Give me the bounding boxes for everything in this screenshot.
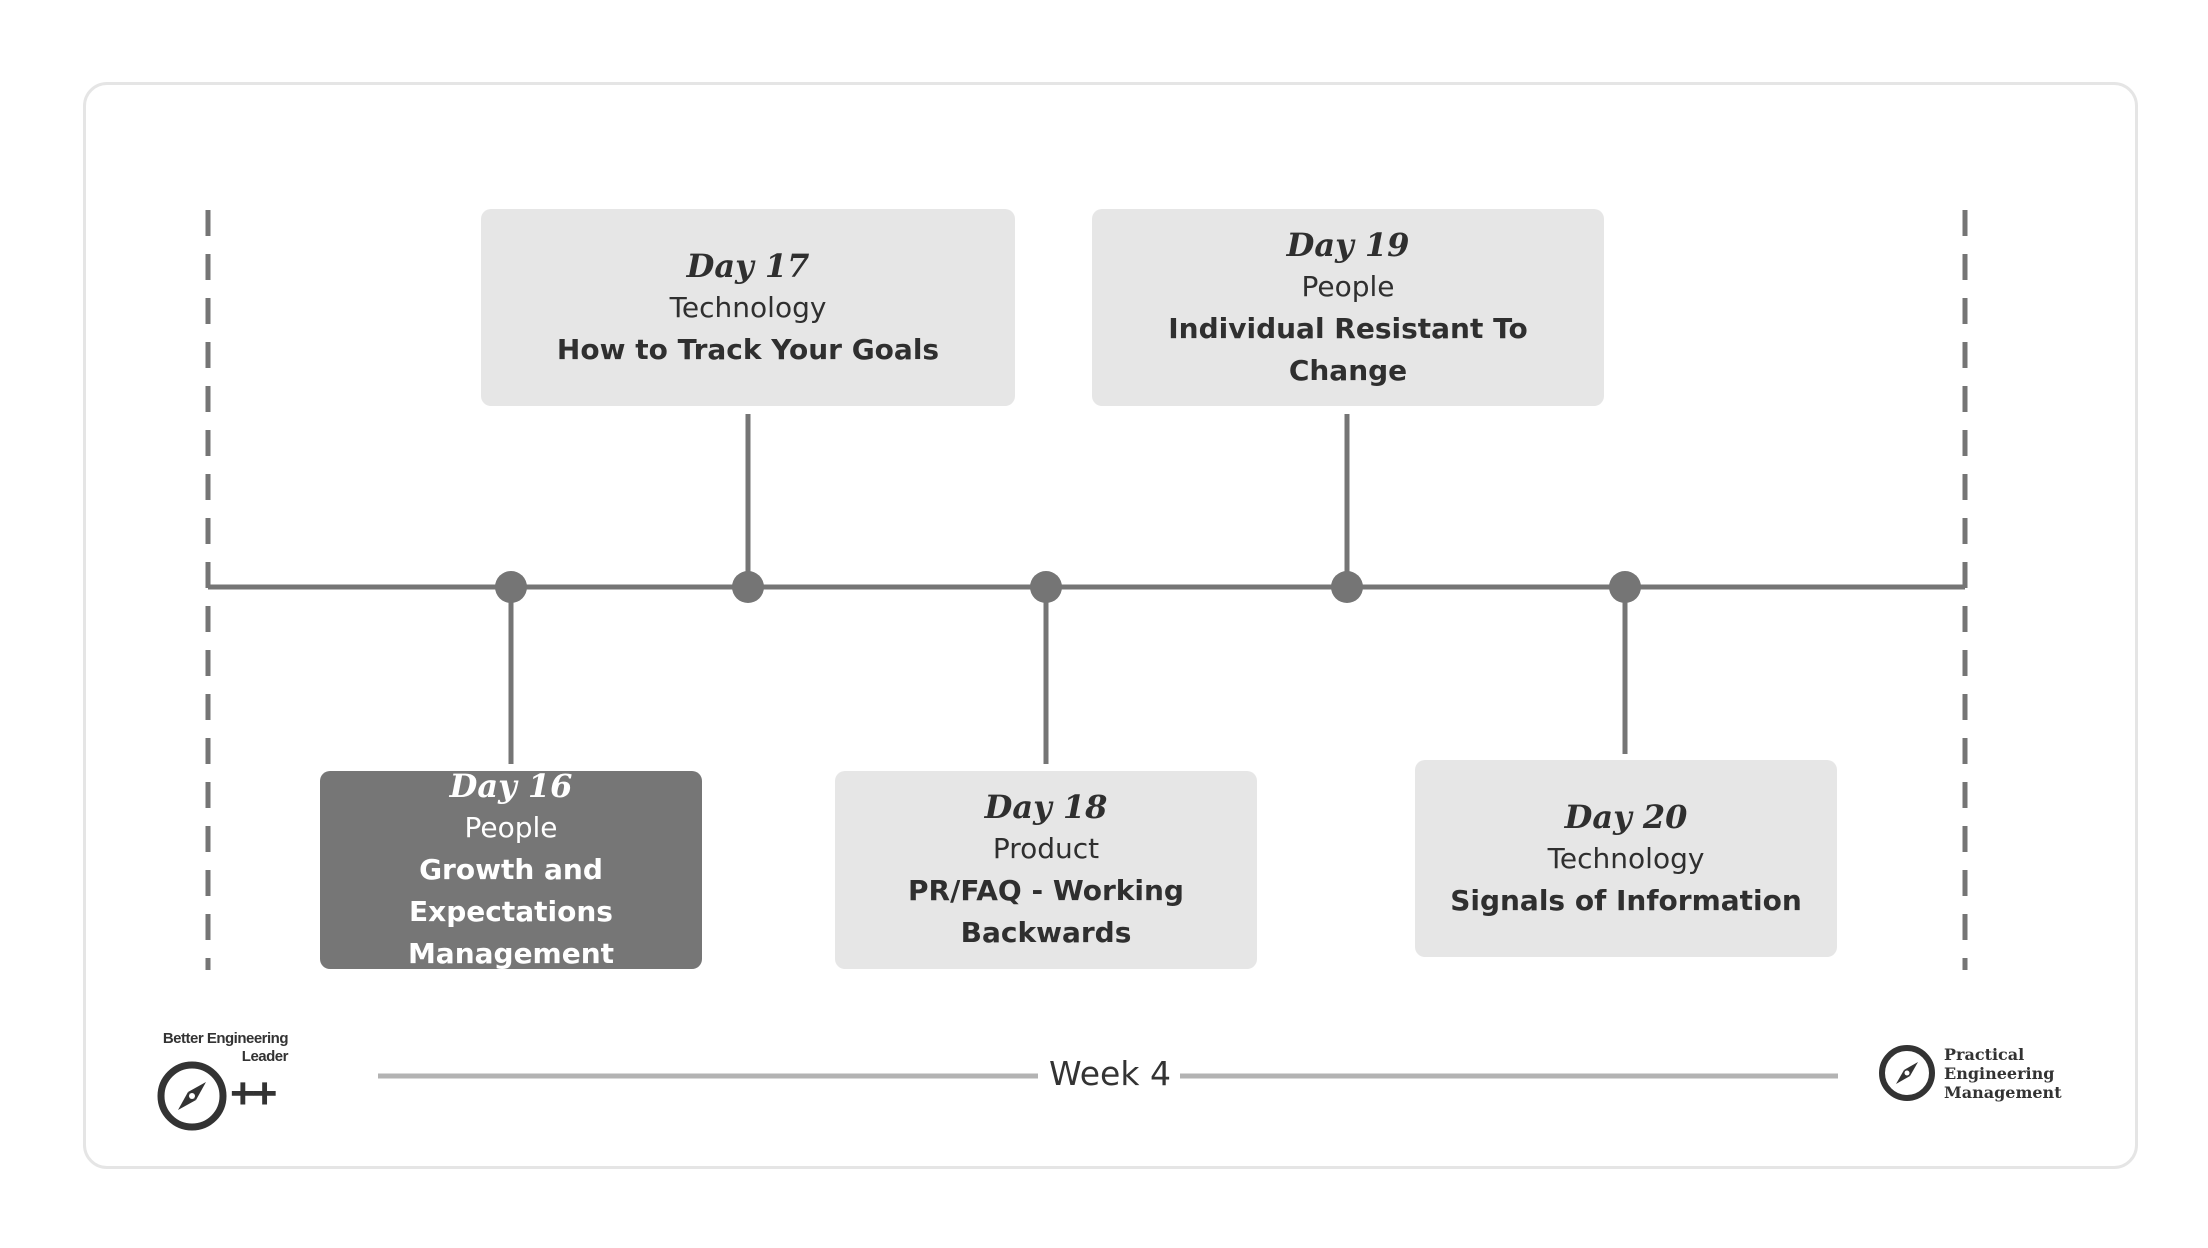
event-title: PR/FAQ - Working Backwards — [908, 874, 1184, 949]
event-category: People — [1301, 269, 1395, 303]
timeline-node-day-18 — [1030, 571, 1062, 603]
logo-text-line: Management — [1944, 1083, 2062, 1102]
week-label: Week 4 — [1049, 1054, 1171, 1093]
event-category: Technology — [669, 290, 827, 324]
event-day: Day 17 — [686, 246, 810, 285]
event-category: Technology — [1547, 841, 1705, 875]
event-category: Product — [992, 832, 1100, 865]
event-title: Individual Resistant To Change — [1168, 311, 1528, 387]
logo-text-line: Practical — [1944, 1045, 2025, 1064]
better-engineering-leader-logo: Better Engineering Leader ++ — [150, 1030, 290, 1131]
event-card-day-16: Day 16 People Growth and Expectations Ma… — [320, 767, 702, 970]
logo-text-line: Engineering — [1944, 1064, 2055, 1083]
logo-text: Better Engineering Leader — [162, 1030, 289, 1065]
event-day: Day 20 — [1564, 797, 1688, 836]
timeline-node-day-19 — [1331, 571, 1363, 603]
event-title: Signals of Information — [1450, 883, 1802, 917]
event-card-day-17: Day 17 Technology How to Track Your Goal… — [481, 209, 1015, 406]
practical-engineering-management-logo: Practical Engineering Management — [1878, 1044, 2078, 1104]
event-card-day-19: Day 19 People Individual Resistant To Ch… — [1092, 209, 1604, 406]
event-title: How to Track Your Goals — [556, 332, 940, 366]
logo-text: Practical Engineering Management — [1944, 1045, 2062, 1102]
event-day: Day 19 — [1286, 225, 1410, 264]
compass-icon — [1879, 1045, 1935, 1101]
event-title: Growth and Expectations Management — [407, 853, 615, 970]
timeline-node-day-20 — [1609, 571, 1641, 603]
timeline-node-day-16 — [495, 571, 527, 603]
timeline-node-day-17 — [732, 571, 764, 603]
event-card-day-18: Day 18 Product PR/FAQ - Working Backward… — [835, 771, 1257, 969]
event-card-day-20: Day 20 Technology Signals of Information — [1415, 760, 1837, 957]
logo-plus-sign: ++ — [230, 1069, 277, 1118]
compass-icon — [157, 1061, 227, 1131]
event-category: People — [464, 811, 558, 844]
event-day: Day 16 — [449, 767, 573, 805]
event-day: Day 18 — [984, 788, 1108, 826]
